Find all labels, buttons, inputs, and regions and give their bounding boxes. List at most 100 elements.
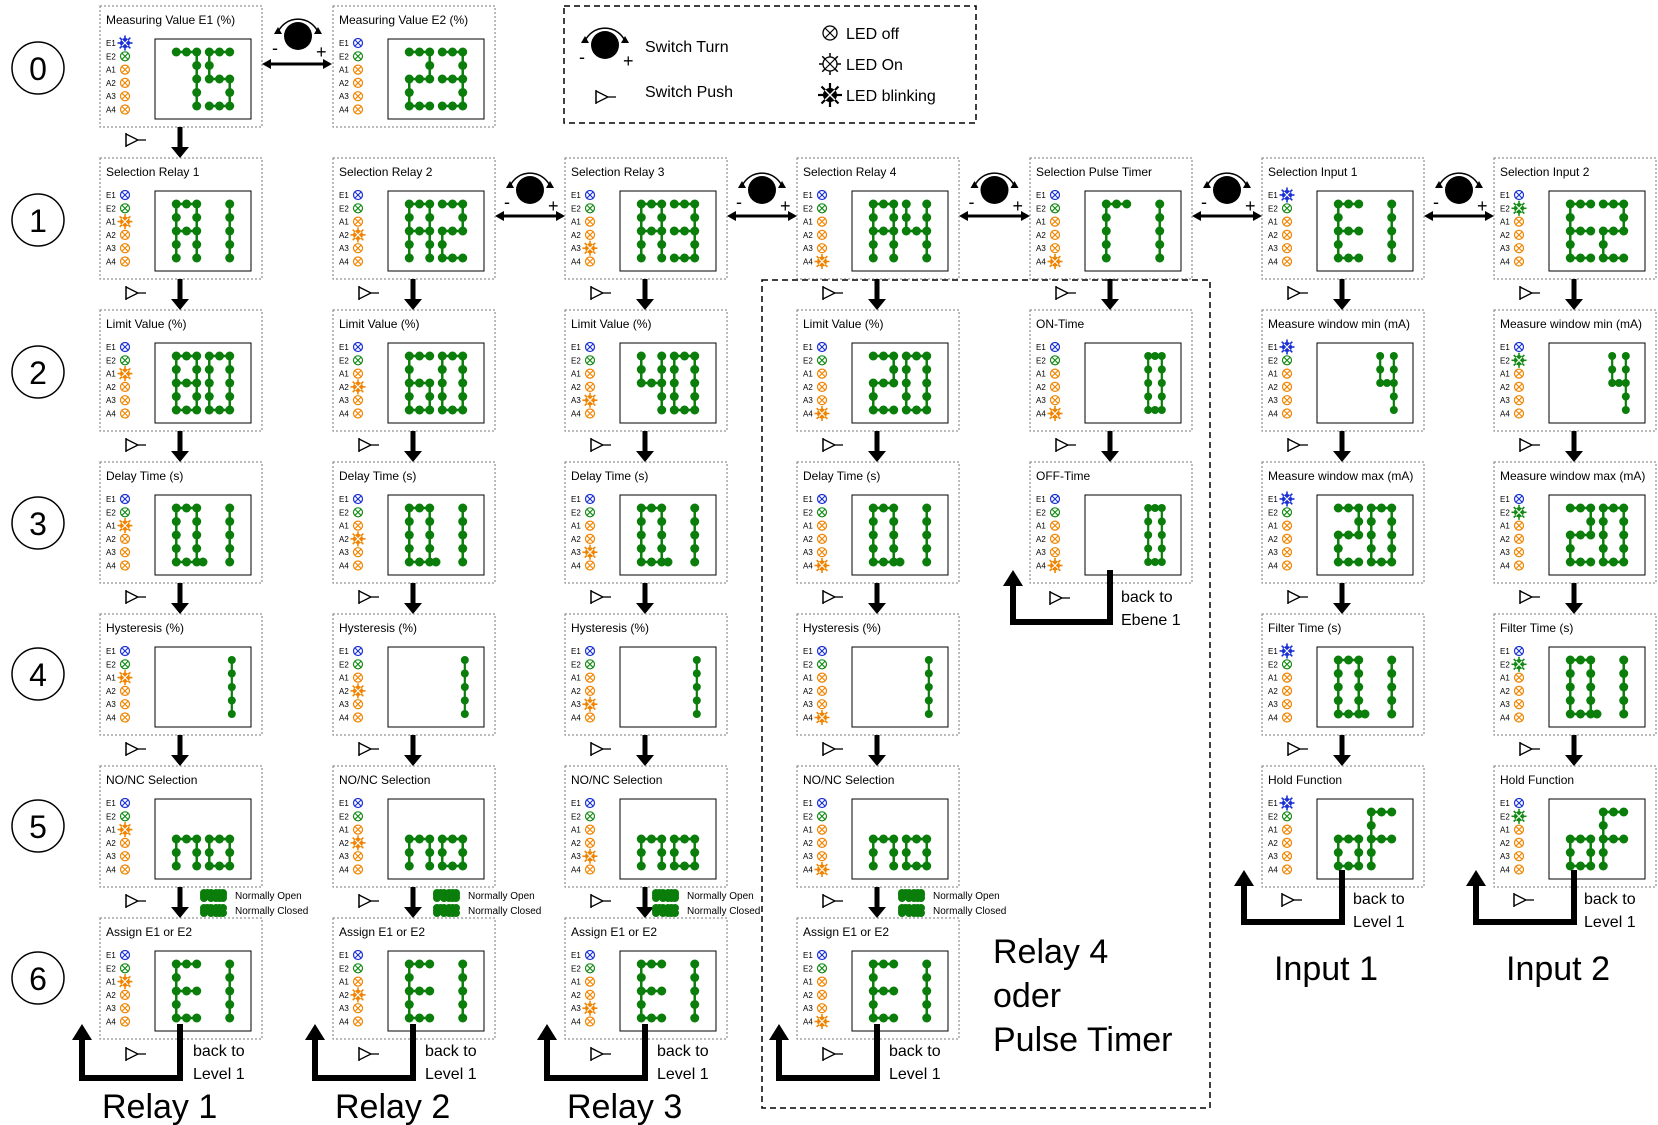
- seven-segment-display: [154, 494, 252, 576]
- digit-dot: [1608, 226, 1619, 236]
- led-off-icon: [584, 368, 596, 379]
- led-blinking-icon: [350, 987, 366, 1003]
- led-off-icon: [584, 797, 596, 809]
- led-off-icon: [584, 189, 596, 201]
- column-title-input1: Input 1: [1274, 950, 1378, 988]
- led-cross: [1283, 535, 1291, 543]
- seven-segment-display: [851, 494, 949, 576]
- digit-dot: [901, 364, 911, 375]
- led-label: E1: [803, 191, 813, 200]
- digit-dot: [460, 710, 469, 718]
- led-label: A3: [106, 244, 116, 253]
- digit-dot: [227, 656, 236, 664]
- arrow-head: [959, 211, 968, 221]
- digit-dot: [1619, 655, 1629, 665]
- led-cross: [818, 396, 826, 404]
- display-frame: [851, 190, 949, 272]
- push-body: [1519, 437, 1534, 453]
- digit-dot: [878, 378, 889, 388]
- back-to-level1-relay4-line2: Level 1: [889, 1066, 941, 1083]
- led-off-icon: [584, 989, 596, 1001]
- digit-dot: [192, 1013, 202, 1023]
- led-label: E1: [1036, 343, 1046, 352]
- legend-led-blinking-label: LED blinking: [846, 88, 936, 105]
- digit-dot: [458, 391, 468, 402]
- digit-dot: [1387, 807, 1397, 817]
- led-label: A3: [803, 1004, 813, 1013]
- digit-dot: [657, 847, 667, 858]
- led-label: A2: [106, 231, 116, 240]
- digit-dot: [868, 543, 878, 554]
- led-cross: [818, 799, 826, 807]
- digit-0: [1565, 655, 1596, 719]
- led-off-icon: [119, 493, 131, 505]
- led-label: A3: [803, 700, 813, 709]
- led-blinking-icon: [350, 379, 366, 395]
- panel-title: Limit Value (%): [571, 317, 651, 331]
- loop-line: [312, 1024, 416, 1081]
- led-off-icon: [119, 408, 131, 419]
- led-off-icon: [352, 51, 364, 62]
- arrow-head: [1565, 603, 1583, 614]
- led-cross: [1283, 660, 1291, 668]
- led-off-icon: [584, 216, 596, 227]
- digit-dot: [911, 226, 922, 236]
- led-label: A2: [803, 383, 813, 392]
- led-label: A2: [1500, 231, 1510, 240]
- led-cross: [586, 951, 594, 959]
- digit-o: [1565, 834, 1596, 871]
- panel-title: Delay Time (s): [571, 469, 648, 483]
- digit-dot: [692, 696, 701, 705]
- switch-push-icon: [125, 285, 146, 301]
- led-cross: [121, 700, 129, 708]
- led-label: A4: [1500, 410, 1510, 419]
- display-frame: [851, 342, 949, 424]
- digit-dot: [458, 557, 468, 567]
- panel-title: Measure window max (mA): [1268, 469, 1413, 483]
- led-off-icon: [1049, 355, 1061, 366]
- level-number-0: 0: [29, 51, 47, 87]
- led-label: E2: [1036, 356, 1046, 365]
- led-label: A4: [571, 258, 581, 267]
- led-off-icon: [352, 864, 364, 875]
- arrow-head: [1101, 451, 1119, 462]
- panel-title: Selection Relay 2: [339, 165, 433, 179]
- digit-dot: [657, 516, 667, 527]
- digit-n: [636, 834, 667, 871]
- digit-dot: [460, 656, 469, 664]
- digit-dot: [878, 199, 889, 209]
- led-cross: [824, 58, 836, 70]
- digit-dot: [690, 1013, 700, 1023]
- knob-minus: -: [969, 192, 975, 212]
- led-off-icon: [1281, 672, 1293, 683]
- panel-title: NO/NC Selection: [803, 773, 894, 787]
- down-arrow: [636, 887, 654, 918]
- led-label: A3: [1268, 244, 1278, 253]
- led-off-icon: [1281, 712, 1293, 723]
- led-off-icon: [816, 1003, 828, 1014]
- digit-dot: [924, 696, 933, 705]
- digit-dot: [878, 351, 889, 361]
- led-off-icon: [1281, 395, 1293, 406]
- led-off-icon: [1049, 395, 1061, 406]
- digit-dot: [1366, 861, 1376, 871]
- led-off-icon: [584, 811, 596, 822]
- switch-push-icon: [1513, 892, 1534, 908]
- led-cross: [1515, 356, 1523, 364]
- digit-dot: [1343, 503, 1354, 513]
- led-cross: [818, 647, 826, 655]
- digit-4: [1608, 352, 1630, 414]
- led-cross: [354, 826, 362, 834]
- led-cross: [121, 52, 129, 60]
- led-label: E1: [106, 39, 116, 48]
- led-cross: [1515, 799, 1523, 807]
- panel-title: Selection Input 1: [1268, 165, 1358, 179]
- led-cross: [121, 865, 129, 874]
- seven-segment-display: [387, 494, 485, 576]
- led-off-icon: [119, 64, 131, 75]
- led-label: A4: [1268, 258, 1278, 267]
- digit-dot: [171, 861, 181, 871]
